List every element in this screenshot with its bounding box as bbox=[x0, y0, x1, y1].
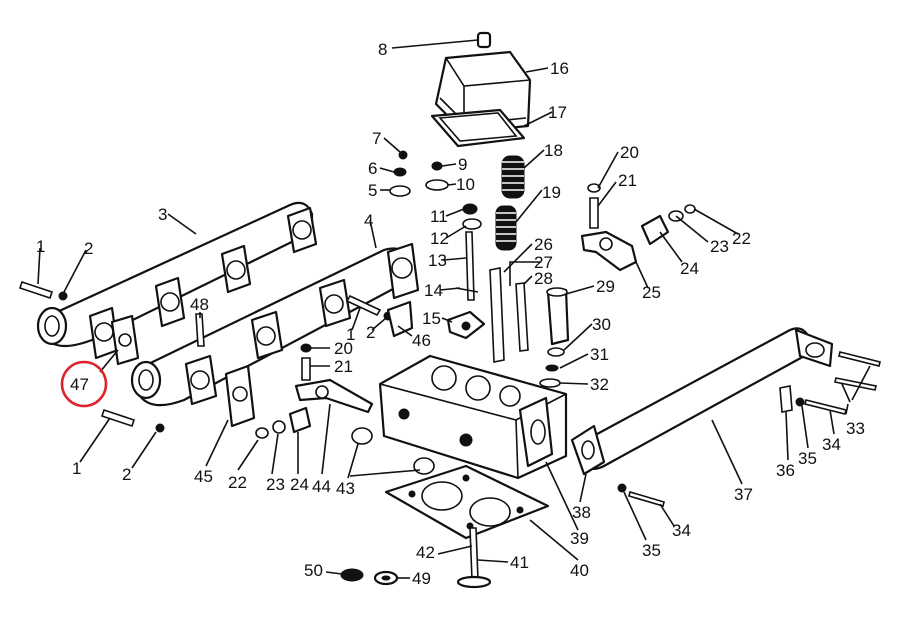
inlet-manifold-part bbox=[130, 242, 420, 407]
cylinder-head-part bbox=[378, 354, 568, 480]
part-label: 37 bbox=[734, 485, 753, 504]
valve-seals-part bbox=[340, 568, 399, 586]
valve-part bbox=[456, 527, 492, 589]
part-label: 34 bbox=[822, 435, 841, 454]
part-label: 5 bbox=[368, 181, 377, 200]
part-label: 2 bbox=[366, 323, 375, 342]
part-label: 41 bbox=[510, 553, 529, 572]
part-label: 36 bbox=[776, 461, 795, 480]
part-label: 1 bbox=[72, 459, 81, 478]
highlighted-part-label: 47 bbox=[70, 375, 89, 394]
part-label: 19 bbox=[542, 183, 561, 202]
part-label: 24 bbox=[680, 259, 699, 278]
part-label: 39 bbox=[570, 529, 589, 548]
part-label: 28 bbox=[534, 269, 553, 288]
part-label: 46 bbox=[412, 331, 431, 350]
cap-nut-part bbox=[476, 31, 492, 49]
part-label: 38 bbox=[572, 503, 591, 522]
part-label: 35 bbox=[798, 449, 817, 468]
part-label: 16 bbox=[550, 59, 569, 78]
injector-part bbox=[546, 287, 570, 346]
part-label: 29 bbox=[596, 277, 615, 296]
outer-valve-spring-part bbox=[501, 155, 525, 199]
part-label: 9 bbox=[458, 155, 467, 174]
exhaust-manifold-part bbox=[36, 201, 318, 360]
cover-gasket-part bbox=[430, 108, 526, 148]
part-label: 25 bbox=[642, 283, 661, 302]
stud-and-bracket-part bbox=[195, 300, 414, 347]
valve-small-parts bbox=[389, 150, 482, 230]
leader-lines bbox=[37, 39, 871, 579]
part-label: 2 bbox=[122, 465, 131, 484]
part-label: 8 bbox=[378, 40, 387, 59]
part-label: 49 bbox=[412, 569, 431, 588]
part-label: 33 bbox=[846, 419, 865, 438]
part-label: 6 bbox=[368, 159, 377, 178]
part-label: 1 bbox=[36, 237, 45, 256]
part-label: 3 bbox=[158, 205, 167, 224]
head-gasket-part bbox=[384, 464, 550, 540]
manifold-bolts-part bbox=[18, 280, 393, 433]
part-label: 11 bbox=[430, 207, 448, 226]
part-label: 34 bbox=[672, 521, 691, 540]
part-label: 14 bbox=[424, 281, 443, 300]
part-label: 30 bbox=[592, 315, 611, 334]
part-label: 7 bbox=[372, 129, 381, 148]
part-label: 10 bbox=[456, 175, 475, 194]
part-label: 21 bbox=[334, 357, 353, 376]
part-label: 23 bbox=[710, 237, 729, 256]
part-labels: 8 16 17 18 19 20 21 22 23 24 25 26 27 28… bbox=[36, 40, 865, 588]
part-label: 42 bbox=[416, 543, 435, 562]
part-label: 27 bbox=[534, 253, 553, 272]
part-label: 20 bbox=[620, 143, 639, 162]
part-label: 21 bbox=[618, 171, 637, 190]
part-label: 50 bbox=[304, 561, 323, 580]
part-label: 32 bbox=[590, 375, 609, 394]
part-label: 12 bbox=[430, 229, 449, 248]
highlighted-part-callout: 47 bbox=[60, 360, 108, 408]
part-label: 31 bbox=[590, 345, 609, 364]
part-label: 18 bbox=[544, 141, 563, 160]
part-label: 24 bbox=[290, 475, 309, 494]
part-label: 23 bbox=[266, 475, 285, 494]
part-label: 48 bbox=[190, 295, 209, 314]
inner-valve-spring-part bbox=[495, 205, 517, 251]
part-label: 43 bbox=[336, 479, 355, 498]
part-label: 45 bbox=[194, 467, 213, 486]
part-label: 4 bbox=[364, 211, 373, 230]
rocker-arm-left-part bbox=[255, 343, 374, 439]
part-label: 40 bbox=[570, 561, 589, 580]
valve-stem-part bbox=[446, 231, 486, 340]
part-label: 44 bbox=[312, 477, 331, 496]
part-label: 17 bbox=[548, 103, 567, 122]
push-rods-part bbox=[489, 267, 529, 363]
part-label: 22 bbox=[228, 473, 247, 492]
part-label: 13 bbox=[428, 251, 447, 270]
part-label: 35 bbox=[642, 541, 661, 560]
part-label: 2 bbox=[84, 239, 93, 258]
part-label: 22 bbox=[732, 229, 751, 248]
part-label: 1 bbox=[346, 325, 355, 344]
part-label: 26 bbox=[534, 235, 553, 254]
manifold-gasket-part bbox=[110, 314, 256, 428]
transfer-pipe-part bbox=[570, 327, 881, 508]
injector-washers-part bbox=[539, 347, 565, 388]
part-label: 15 bbox=[422, 309, 441, 328]
part-label: 20 bbox=[334, 339, 353, 358]
